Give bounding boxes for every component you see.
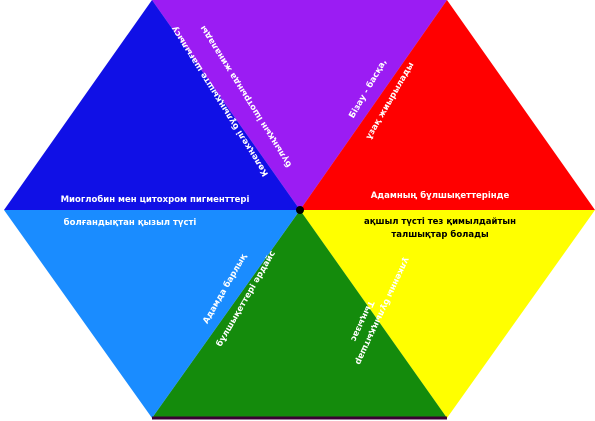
lightblue-text-1: болғандықтан қызыл түсті bbox=[64, 217, 197, 228]
center-hub bbox=[296, 206, 304, 214]
segment-green bbox=[152, 210, 447, 418]
segment-yellow bbox=[300, 210, 595, 418]
blue-text-1: Миоглобин мен цитохром пигменттері bbox=[61, 194, 250, 205]
segment-lightblue bbox=[4, 210, 300, 418]
segment-red bbox=[300, 0, 595, 210]
yellow-text-1: ақшыл түсті тез қимылдайтын bbox=[364, 216, 516, 227]
segment-blue bbox=[4, 0, 300, 210]
segment-violet bbox=[152, 0, 447, 210]
yellow-text-2: талшықтар болады bbox=[391, 229, 488, 240]
red-text-3: Адамның бұлшықеттерінде bbox=[371, 190, 510, 201]
